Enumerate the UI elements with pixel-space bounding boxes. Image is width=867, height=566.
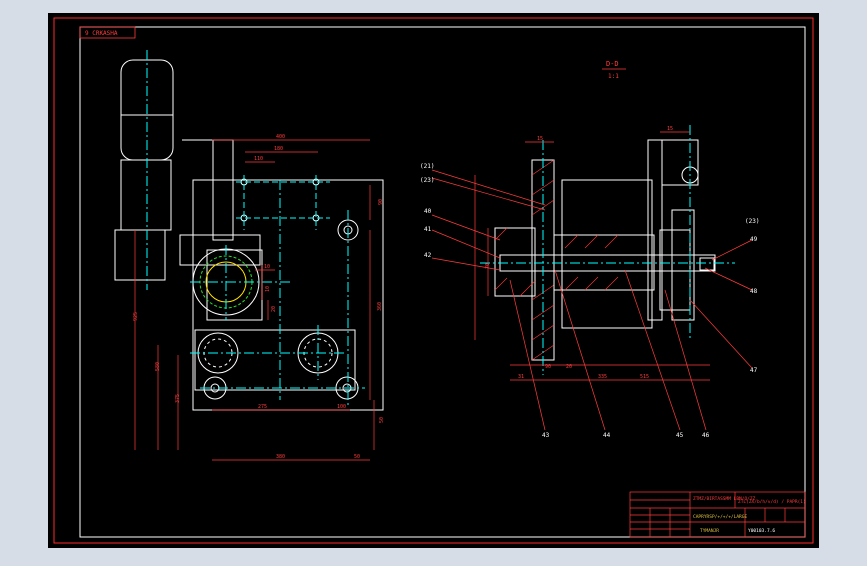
rdim-side: 70 [485,263,491,269]
dim-bottom-3: 50 [354,454,360,460]
rdim-2: 20 [566,364,572,370]
corner-tag-box [79,26,136,39]
callout-42: 42 [424,252,432,259]
rdim-top-0: 15 [537,136,543,142]
dim-right-2: 50 [379,417,385,423]
callout-43: 43 [542,432,550,439]
dim-bottom-0: 275 [258,404,267,410]
dim-left-2: 375 [175,394,181,403]
title-designer: ZTMZ/BIRTASSMM LBM/Q/ZZ [693,496,756,502]
title-row2: CAPRYRSP/+/+/+/LARGE [693,514,747,520]
title-row3: TYMANJR [700,528,719,534]
callout-41: 41 [424,226,432,233]
drawing-number: Y00103.7.6 [748,528,775,534]
callout-23-right: (23) [745,218,759,225]
dim-top-2: 110 [254,156,263,162]
hub [494,227,536,297]
dim-inside-2: 10 [265,286,271,292]
dim-top-0: 400 [276,134,285,140]
callout-49: 49 [750,236,758,243]
section-title: D-D [606,60,619,68]
rdim-top-1: 15 [667,126,673,132]
callout-21: (21) [420,163,434,170]
inner-frame [79,26,806,538]
dim-right-0: 90 [378,199,384,205]
title-block [629,491,806,538]
dim-top-1: 180 [274,146,283,152]
callout-47: 47 [750,367,758,374]
rdim-3: 335 [598,374,607,380]
dim-left-1: 580 [155,362,161,371]
section-view: D-D 1:1 [420,60,759,439]
dim-right-1: 360 [377,302,383,311]
callout-46: 46 [702,432,710,439]
callout-44: 44 [603,432,611,439]
dim-left-0: 925 [133,312,139,321]
outer-frame [53,17,814,544]
section-scale: 1:1 [608,73,619,80]
rdim-0: 31 [518,374,524,380]
rdim-1: 90 [545,364,551,370]
dim-bottom-1: 100 [337,404,346,410]
callout-40: 40 [424,208,432,215]
callout-45: 45 [676,432,684,439]
corner-tag: 9 CRKASHA [85,30,118,37]
dim-bottom-2: 380 [276,454,285,460]
dim-inside-1: 20 [271,306,277,312]
title-main: ZTL(ZX/b/h/v/d) / PAPR(1) [738,499,806,505]
callout-23-left: (23) [420,177,434,184]
left-view: 400 180 110 925 580 375 90 360 50 10 20 … [114,50,385,461]
callout-48: 48 [750,288,758,295]
dim-inside-0: 10 [264,264,270,270]
rdim-4: 515 [640,374,649,380]
